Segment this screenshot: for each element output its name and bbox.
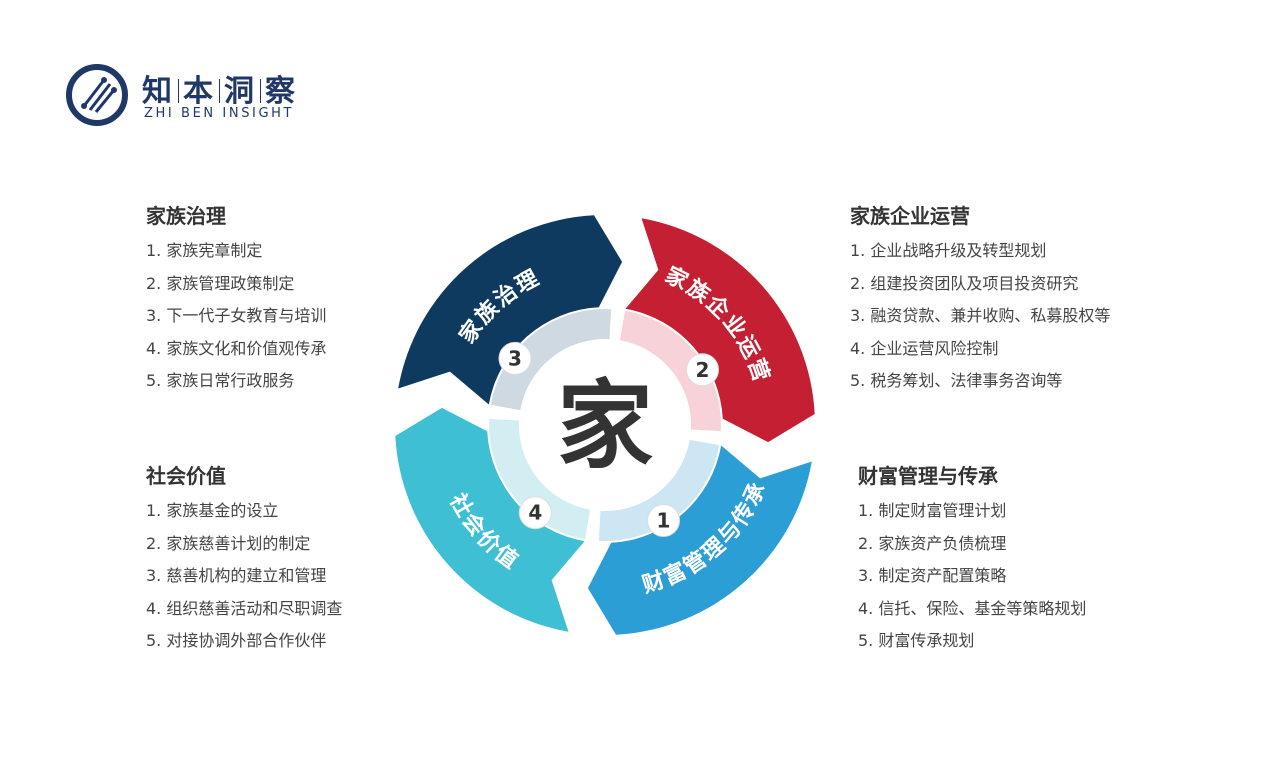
block-family-business: 家族企业运营 1. 企业战略升级及转型规划 2. 组建投资团队及项目投资研究 3… <box>850 200 1110 398</box>
logo-chinese-name: 知本洞察 <box>142 66 297 110</box>
logo-separator <box>260 79 261 103</box>
list-item: 2. 组建投资团队及项目投资研究 <box>850 273 1079 293</box>
list-item: 4. 家族文化和价值观传承 <box>146 338 327 358</box>
block-list: 1. 企业战略升级及转型规划 2. 组建投资团队及项目投资研究 3. 融资贷款、… <box>850 235 1110 398</box>
block-wealth-management: 财富管理与传承 1. 制定财富管理计划 2. 家族资产负债梳理 3. 制定资产配… <box>858 460 1086 658</box>
segment-social-value <box>395 407 585 632</box>
logo-char-2: 本 <box>183 74 215 109</box>
center-disc <box>521 341 689 509</box>
list-item: 3. 慈善机构的建立和管理 <box>146 566 327 585</box>
logo-char-1: 知 <box>142 74 174 109</box>
list-item: 1. 家族宪章制定 <box>146 241 263 260</box>
block-title: 家族治理 <box>146 204 226 228</box>
block-title: 社会价值 <box>146 464 226 488</box>
step-number-badge <box>498 341 532 375</box>
step-number-label: 1 <box>657 509 671 533</box>
logo-separator <box>219 79 220 103</box>
list-item: 1. 制定财富管理计划 <box>858 501 1007 520</box>
segment-social-value-inner-ring <box>489 418 591 540</box>
step-number-badge <box>686 353 719 387</box>
block-list: 1. 家族基金的设立 2. 家族慈善计划的制定 3. 慈善机构的建立和管理 4.… <box>146 495 342 658</box>
list-item: 1. 企业战略升级及转型规划 <box>850 241 1047 260</box>
step-number-badge <box>518 496 552 530</box>
brand-logo: 知本洞察 ZHI BEN INSIGHT <box>64 62 324 132</box>
list-item: 4. 企业运营风险控制 <box>850 338 999 358</box>
segment-wealth-management-inner-ring <box>598 439 720 541</box>
step-number-label: 3 <box>508 346 522 370</box>
block-social-value: 社会价值 1. 家族基金的设立 2. 家族慈善计划的制定 3. 慈善机构的建立和… <box>146 460 342 658</box>
block-list: 1. 家族宪章制定 2. 家族管理政策制定 3. 下一代子女教育与培训 4. 家… <box>146 235 326 398</box>
list-item: 2. 家族管理政策制定 <box>146 273 295 293</box>
segment-family-business-inner-ring <box>619 310 721 432</box>
block-family-governance: 家族治理 1. 家族宪章制定 2. 家族管理政策制定 3. 下一代子女教育与培训… <box>146 200 326 398</box>
circuit-logo-icon <box>66 64 128 126</box>
list-item: 5. 税务筹划、法律事务咨询等 <box>850 371 1063 390</box>
list-item: 5. 家族日常行政服务 <box>146 371 295 390</box>
block-title: 家族企业运营 <box>850 204 970 228</box>
list-item: 1. 家族基金的设立 <box>146 501 279 520</box>
list-item: 2. 家族资产负债梳理 <box>858 533 1007 553</box>
step-number-label: 4 <box>528 501 542 525</box>
step-number-label: 2 <box>696 358 710 382</box>
list-item: 4. 信托、保险、基金等策略规划 <box>858 598 1087 618</box>
list-item: 5. 对接协调外部合作伙伴 <box>146 631 327 650</box>
list-item: 4. 组织慈善活动和尽职调查 <box>146 598 343 618</box>
logo-english-name: ZHI BEN INSIGHT <box>144 106 295 121</box>
step-number-badge <box>647 504 680 537</box>
segment-family-governance <box>398 215 623 405</box>
logo-char-4: 察 <box>265 74 297 109</box>
block-title: 财富管理与传承 <box>858 464 998 488</box>
center-character: 家 <box>557 370 653 482</box>
segment-family-business <box>625 218 815 443</box>
list-item: 5. 财富传承规划 <box>858 631 975 650</box>
list-item: 3. 融资贷款、兼并收购、私募股权等 <box>850 306 1111 325</box>
logo-separator <box>178 79 179 103</box>
list-item: 3. 制定资产配置策略 <box>858 566 1007 585</box>
segment-family-governance-inner-ring <box>490 309 612 411</box>
segment-wealth-management <box>587 445 812 635</box>
block-list: 1. 制定财富管理计划 2. 家族资产负债梳理 3. 制定资产配置策略 4. 信… <box>858 495 1086 658</box>
list-item: 2. 家族慈善计划的制定 <box>146 533 311 553</box>
logo-char-3: 洞 <box>224 74 256 109</box>
list-item: 3. 下一代子女教育与培训 <box>146 306 327 325</box>
